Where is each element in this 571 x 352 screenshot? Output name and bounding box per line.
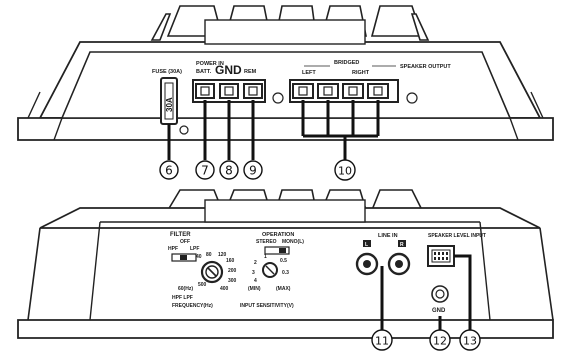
svg-text:13: 13 — [463, 335, 477, 348]
line-in-label: LINE IN — [378, 233, 398, 239]
svg-text:0.3: 0.3 — [282, 270, 289, 276]
callout-6: 6 — [159, 160, 179, 180]
svg-text:80: 80 — [206, 252, 212, 258]
svg-text:7: 7 — [201, 164, 209, 178]
svg-text:6: 6 — [165, 164, 173, 178]
sensitivity-scale: 1 2 3 4 0.5 0.3 (MIN) (MAX) — [248, 254, 291, 292]
svg-text:L: L — [365, 242, 368, 248]
svg-text:9: 9 — [249, 164, 257, 178]
svg-text:3: 3 — [252, 270, 255, 276]
callout-7: 7 — [195, 160, 215, 180]
speaker-level-input-label: SPEAKER LEVEL INPUT — [428, 233, 486, 239]
filter-label: FILTER — [170, 232, 191, 238]
sensitivity-knob[interactable] — [262, 262, 278, 278]
svg-text:R: R — [400, 242, 404, 248]
svg-text:12: 12 — [433, 335, 447, 348]
operation-label: OPERATION — [262, 232, 294, 238]
filter-hpf-label: HPF — [168, 246, 178, 252]
bottom-amplifier-view: FILTER OFF HPF LPF 40 80 120 160 200 300… — [17, 189, 554, 339]
gnd-screw-bottom — [431, 285, 449, 303]
svg-text:2: 2 — [254, 260, 257, 266]
line-in-l-tag: L — [363, 240, 371, 248]
bridged-label: BRIDGED — [334, 60, 359, 66]
rca-jack-right[interactable] — [387, 252, 411, 276]
screw-icon — [179, 125, 189, 135]
svg-text:200: 200 — [228, 268, 237, 274]
power-terminal-block — [192, 79, 266, 103]
callout-8: 8 — [219, 160, 239, 180]
svg-text:8: 8 — [225, 164, 233, 178]
callout-10: 10 — [334, 159, 356, 181]
rca-jack-left[interactable] — [355, 252, 379, 276]
power-in-label: POWER IN — [196, 61, 224, 67]
batt-label: BATT. — [196, 69, 212, 75]
svg-text:10: 10 — [338, 165, 352, 178]
frequency-scale: 40 80 120 160 200 300 400 500 60(Hz) — [178, 252, 237, 292]
bottom-chassis-base — [17, 319, 554, 339]
mono-label: MONO(L) — [282, 239, 304, 245]
svg-text:500: 500 — [198, 282, 207, 288]
callout-9: 9 — [243, 160, 263, 180]
speaker-level-connector[interactable] — [427, 245, 455, 267]
speaker-output-label: SPEAKER OUTPUT — [400, 64, 451, 70]
top-leader-lines — [167, 100, 380, 160]
screw-icon — [272, 92, 284, 104]
svg-text:11: 11 — [375, 335, 389, 348]
svg-text:120: 120 — [218, 252, 227, 258]
fuse-holder: 30A — [160, 77, 178, 125]
bottom-leader-lines — [380, 254, 472, 330]
svg-text:(MAX): (MAX) — [276, 286, 291, 292]
svg-text:60(Hz): 60(Hz) — [178, 286, 193, 292]
operation-switch[interactable] — [264, 246, 290, 255]
stereo-label: STEREO — [256, 239, 277, 245]
input-sensitivity-label: INPUT SENSITIVITY(V) — [240, 303, 294, 309]
gnd-label-bottom: GND — [432, 308, 446, 314]
callout-11: 11 — [371, 329, 393, 351]
gnd-label-top: GND — [215, 63, 242, 77]
callout-12: 12 — [429, 329, 451, 351]
top-chassis-base — [17, 117, 554, 141]
speaker-terminal-block — [289, 79, 399, 103]
rem-label: REM — [244, 69, 257, 75]
left-label: LEFT — [302, 70, 316, 76]
svg-text:4: 4 — [254, 278, 257, 284]
fuse-value: 30A — [165, 97, 174, 112]
frequency-knob[interactable] — [200, 260, 224, 284]
svg-text:(MIN): (MIN) — [248, 286, 261, 292]
svg-text:400: 400 — [220, 286, 229, 292]
svg-text:0.5: 0.5 — [280, 258, 287, 264]
fuse-label: FUSE (30A) — [152, 69, 182, 75]
svg-text:160: 160 — [226, 258, 235, 264]
svg-text:40: 40 — [196, 254, 202, 260]
top-faceplate — [60, 51, 512, 119]
svg-text:1: 1 — [264, 254, 267, 260]
filter-off-label: OFF — [180, 239, 190, 245]
filter-lpf-label: LPF — [190, 246, 199, 252]
line-in-r-tag: R — [398, 240, 406, 248]
screw-icon — [406, 92, 418, 104]
svg-text:300: 300 — [228, 278, 237, 284]
top-amplifier-view: 30A FUSE (30A) POWER IN BATT. GND REM BR… — [17, 5, 554, 160]
right-label: RIGHT — [352, 70, 370, 76]
callout-13: 13 — [459, 329, 481, 351]
frequency-label: FREQUENCY(Hz) — [172, 303, 213, 309]
hpf-lpf-label: HPF LPF — [172, 295, 193, 301]
filter-switch[interactable] — [171, 253, 197, 262]
